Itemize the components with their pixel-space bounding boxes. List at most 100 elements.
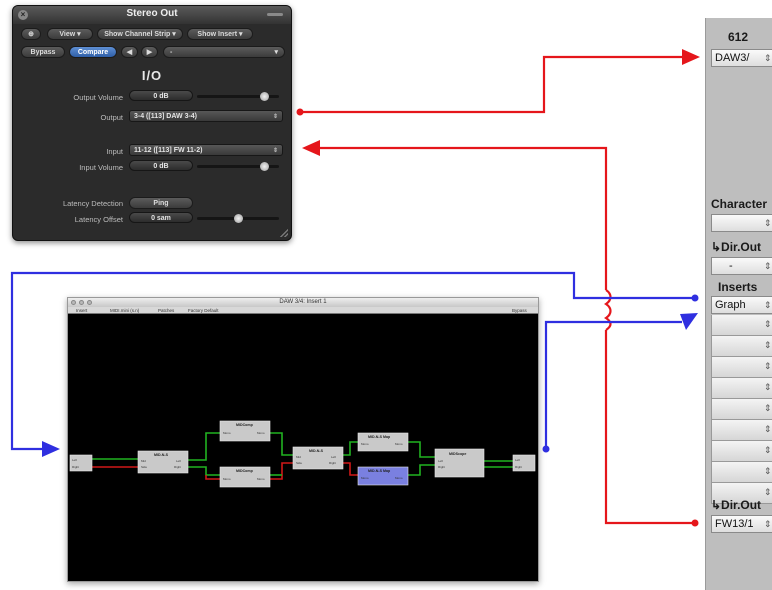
latency-offset-label: Latency Offset xyxy=(74,215,123,224)
node-port: Mid xyxy=(141,459,146,463)
show-insert-label: Show Insert xyxy=(197,31,238,38)
output-field-value: DAW3/ xyxy=(715,52,750,64)
insert-menu[interactable]: Insert xyxy=(76,308,88,313)
input-volume-slider[interactable] xyxy=(197,165,279,168)
msn-encoder-node[interactable] xyxy=(137,450,189,474)
view-menu[interactable]: View ▾ xyxy=(47,28,93,40)
arrow-head-icon xyxy=(682,49,700,65)
output-label: Output xyxy=(100,113,123,122)
node-port: Mono xyxy=(361,476,369,480)
node-title: MID-N-S Map xyxy=(368,435,391,439)
inserts-label: Inserts xyxy=(718,280,758,294)
dir-out-value: - xyxy=(729,260,733,272)
plugin-menu[interactable]: MIDI.mini (s.n) xyxy=(110,308,140,313)
window-title: Stereo Out xyxy=(126,8,178,19)
insert-slot[interactable]: ⇕ xyxy=(711,336,772,357)
resize-grip-icon[interactable] xyxy=(280,229,288,237)
output-field[interactable]: 3-4 ([113] DAW 3-4)⇕ xyxy=(129,110,283,122)
signal-graph: Left Right MID-N-S Mid Side Left Right M… xyxy=(69,420,536,488)
stepper-icon: ⇕ xyxy=(764,382,772,392)
output-volume-slider[interactable] xyxy=(197,95,279,98)
close-icon[interactable]: × xyxy=(18,10,28,20)
node-title: MIDComp xyxy=(236,469,254,473)
return-route-line xyxy=(544,320,682,449)
collapse-icon[interactable] xyxy=(267,13,283,16)
preset-menu[interactable]: - ▾ xyxy=(163,46,285,58)
input-node-left: Left xyxy=(72,458,77,462)
wire xyxy=(343,441,358,456)
insert-slot[interactable]: ⇕ xyxy=(711,378,772,399)
show-insert-menu[interactable]: Show Insert ▾ xyxy=(187,28,253,40)
input-volume-value[interactable]: 0 dB xyxy=(129,160,193,171)
node-port: Right xyxy=(438,465,445,469)
dir-out-label: ↳Dir.Out xyxy=(711,498,762,512)
close-icon[interactable] xyxy=(71,300,76,305)
dir-out-field[interactable]: -⇕ xyxy=(711,257,772,275)
scope-node[interactable] xyxy=(434,448,485,478)
insert-slot[interactable]: ⇕ xyxy=(711,483,772,504)
comp-node[interactable] xyxy=(219,466,271,488)
node-title: MID-N-S xyxy=(309,449,324,453)
next-preset-button[interactable]: ▶ xyxy=(141,46,158,58)
latency-offset-knob[interactable] xyxy=(234,214,243,223)
compare-button[interactable]: Compare xyxy=(69,46,117,58)
insert-slot[interactable]: ⇕ xyxy=(711,441,772,462)
node-port: Mono xyxy=(223,477,231,481)
insert-slot[interactable]: ⇕ xyxy=(711,357,772,378)
wire xyxy=(408,441,435,458)
node-title: MID-N-S xyxy=(154,453,169,457)
preset-menu[interactable]: Factory Default xyxy=(188,308,219,313)
insert-slot[interactable]: ⇕ xyxy=(711,399,772,420)
comp-node[interactable] xyxy=(219,420,271,442)
prev-preset-button[interactable]: ◀ xyxy=(121,46,138,58)
channel-number: 612 xyxy=(728,30,749,44)
endpoint-dot xyxy=(296,108,304,116)
dir-out-field[interactable]: FW13/1⇕ xyxy=(711,515,772,533)
map-node[interactable] xyxy=(357,432,409,452)
stereo-out-window: × Stereo Out ⊕ View ▾ Show Channel Strip… xyxy=(12,5,292,241)
arrow-head-icon xyxy=(42,441,60,457)
line-hop xyxy=(604,289,612,331)
stepper-icon: ⇕ xyxy=(764,340,772,350)
input-volume-knob[interactable] xyxy=(260,162,270,171)
ping-button[interactable]: Ping xyxy=(129,197,193,209)
stepper-icon: ⇕ xyxy=(272,114,278,120)
output-field[interactable]: DAW3/⇕ xyxy=(711,49,772,67)
output-node[interactable] xyxy=(512,454,536,472)
latency-offset-value[interactable]: 0 sam xyxy=(129,212,193,223)
insert-slot-value: Graph xyxy=(715,299,746,311)
stepper-icon: ⇕ xyxy=(764,466,772,476)
view-label: View xyxy=(59,31,76,38)
patches-menu[interactable]: Patches xyxy=(158,308,175,313)
window-title: DAW 3/4: Insert 1 xyxy=(279,299,327,305)
stepper-icon: ⇕ xyxy=(764,519,772,529)
link-button[interactable]: ⊕ xyxy=(21,28,41,40)
character-field[interactable]: ⇕ xyxy=(711,214,772,232)
output-node-left: Left xyxy=(515,458,520,462)
arrow-head-icon xyxy=(680,313,698,330)
bypass-button[interactable]: Bypass xyxy=(21,46,65,58)
node-port: Mono xyxy=(257,431,265,435)
insert-slot[interactable]: ⇕ xyxy=(711,462,772,483)
msn-decoder-node[interactable] xyxy=(292,446,344,470)
insert-slot[interactable]: ⇕ xyxy=(711,315,772,336)
stepper-icon: ⇕ xyxy=(764,300,772,310)
zoom-icon[interactable] xyxy=(87,300,92,305)
output-volume-knob[interactable] xyxy=(260,92,270,101)
arrow-head-icon xyxy=(302,140,320,156)
minimize-icon[interactable] xyxy=(79,300,84,305)
show-channel-strip-menu[interactable]: Show Channel Strip ▾ xyxy=(97,28,183,40)
node-title: MID-N-S Map xyxy=(368,469,391,473)
input-node[interactable] xyxy=(69,454,93,472)
output-volume-value[interactable]: 0 dB xyxy=(129,90,193,101)
node-port: Mono xyxy=(257,477,265,481)
input-field[interactable]: 11-12 ([113] FW 11-2)⇕ xyxy=(129,144,283,156)
insert-slot[interactable]: ⇕ xyxy=(711,420,772,441)
insert-slot[interactable]: Graph ⇕ xyxy=(711,296,772,314)
stepper-icon: ⇕ xyxy=(764,261,772,271)
bypass-button[interactable]: Bypass xyxy=(512,308,527,313)
stepper-icon: ⇕ xyxy=(764,319,772,329)
map-node-selected[interactable] xyxy=(357,466,409,486)
node-port: Left xyxy=(331,455,336,459)
title-bar xyxy=(13,6,291,24)
